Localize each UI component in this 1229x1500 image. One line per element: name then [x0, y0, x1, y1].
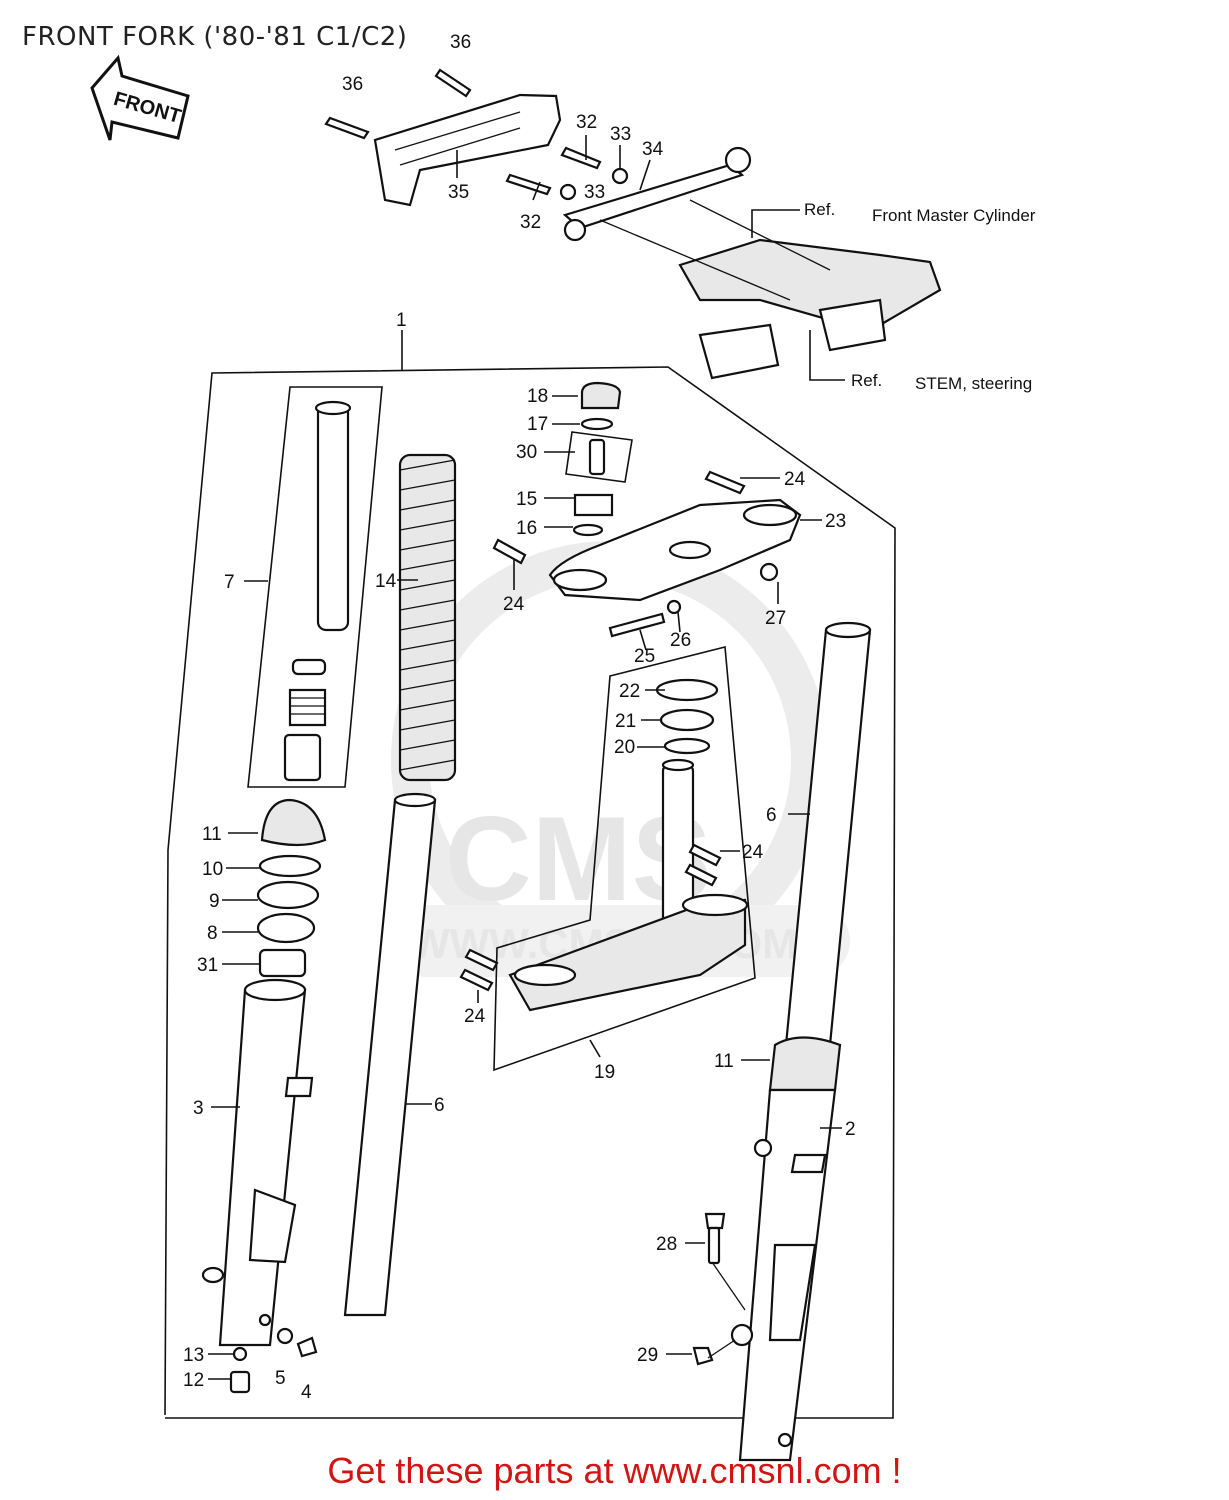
label-20: 20 [614, 737, 635, 758]
label-13: 13 [183, 1345, 204, 1366]
label-36b: 36 [342, 74, 363, 95]
upper-bracket-23 [492, 470, 802, 638]
label-32a: 32 [576, 112, 597, 133]
label-25: 25 [634, 646, 655, 667]
handlebar-holder-35 [324, 68, 562, 207]
label-33a: 33 [610, 124, 631, 145]
page-title: FRONT FORK ('80-'81 C1/C2) [22, 22, 408, 52]
label-24d: 24 [464, 1006, 486, 1027]
reference-labels: Ref. Front Master Cylinder Ref. STEM, st… [804, 200, 1036, 393]
label-29: 29 [637, 1345, 658, 1366]
ref-steering-stem: STEM, steering [915, 374, 1032, 393]
label-16: 16 [516, 518, 537, 539]
ref-prefix-master: Ref. [804, 200, 835, 219]
outer-tube-2 [692, 1036, 842, 1462]
label-3: 3 [193, 1098, 204, 1119]
label-1: 1 [396, 310, 407, 331]
ref-master-cylinder: Front Master Cylinder [872, 206, 1036, 225]
label-21: 21 [615, 711, 636, 732]
drain-bolts [229, 1327, 318, 1394]
label-6b: 6 [434, 1095, 445, 1116]
label-10: 10 [202, 859, 223, 880]
label-6a: 6 [766, 805, 777, 826]
label-14: 14 [375, 571, 397, 592]
seal-stack [256, 798, 327, 978]
fork-tube-box [247, 386, 383, 788]
label-2: 2 [845, 1119, 856, 1140]
label-26: 26 [670, 630, 691, 651]
ref-prefix-stem: Ref. [851, 371, 882, 390]
label-7: 7 [224, 572, 235, 593]
label-27: 27 [765, 608, 786, 629]
label-24b: 24 [503, 594, 525, 615]
label-5: 5 [275, 1368, 286, 1389]
label-24a: 24 [784, 469, 806, 490]
steering-stem-box [493, 645, 756, 1072]
label-23: 23 [825, 511, 846, 532]
label-35: 35 [448, 182, 469, 203]
footer-cta[interactable]: Get these parts at www.cmsnl.com ! [327, 1450, 902, 1491]
label-22: 22 [619, 681, 640, 702]
outer-tube-3 [201, 978, 314, 1347]
label-30: 30 [516, 442, 537, 463]
label-9: 9 [209, 891, 220, 912]
inner-tube-7 [283, 400, 352, 782]
top-bolt-assembly [565, 381, 633, 537]
label-28: 28 [656, 1234, 677, 1255]
label-32b: 32 [520, 212, 541, 233]
front-arrow-icon: FRONT [90, 54, 190, 141]
label-24c: 24 [742, 842, 764, 863]
label-11a: 11 [202, 824, 222, 845]
master-cylinder-ref [599, 199, 942, 380]
top-bolts-and-plate [505, 146, 752, 242]
label-19: 19 [594, 1062, 615, 1083]
label-11b: 11 [714, 1051, 734, 1072]
label-34: 34 [642, 139, 664, 160]
label-15: 15 [516, 489, 537, 510]
label-4: 4 [301, 1382, 312, 1403]
label-33b: 33 [584, 182, 605, 203]
part-labels: 36 36 35 32 33 34 33 32 1 18 17 30 15 16… [183, 32, 856, 1403]
inner-tube-6-left [343, 792, 437, 1317]
leader-lines [208, 395, 842, 1380]
label-8: 8 [207, 923, 218, 944]
assembly-outline [164, 366, 896, 1419]
label-18: 18 [527, 386, 548, 407]
label-36a: 36 [450, 32, 471, 53]
steering-stem-19 [459, 678, 749, 1012]
label-12: 12 [183, 1370, 204, 1391]
label-31: 31 [197, 955, 218, 976]
label-17: 17 [527, 414, 548, 435]
fork-spring-14 [398, 453, 457, 782]
